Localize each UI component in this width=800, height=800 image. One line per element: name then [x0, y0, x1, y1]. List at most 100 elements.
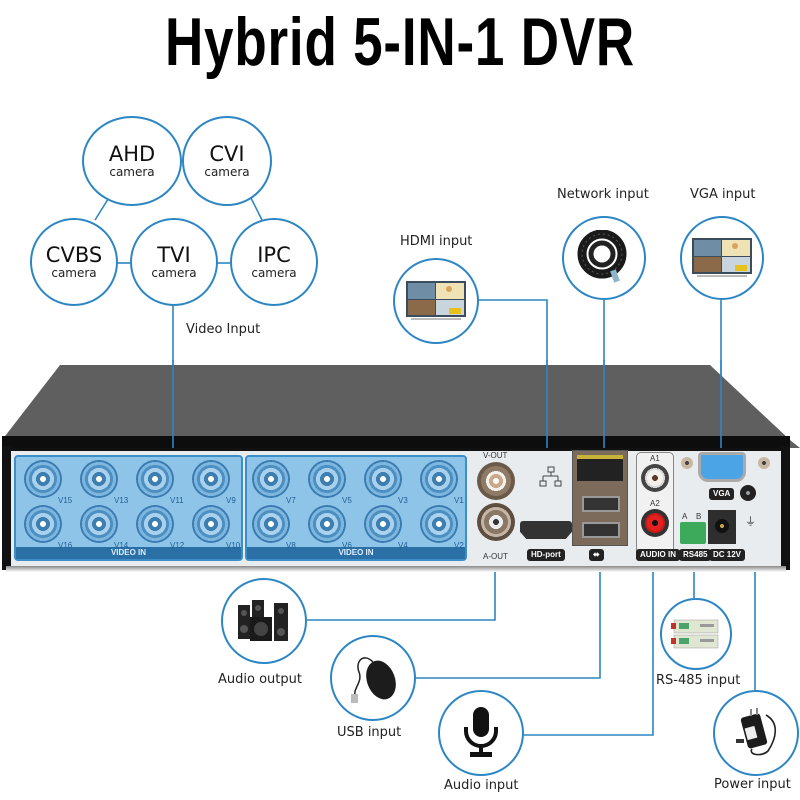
camera-cvbs: CVBS camera	[30, 218, 118, 306]
camera-cvbs-name: CVBS	[45, 242, 103, 267]
label-usb-input: USB input	[337, 725, 402, 740]
channel-label-v15: V15	[58, 496, 73, 505]
power-adapter-icon	[736, 708, 777, 756]
channel-label-v4: V4	[398, 541, 408, 550]
dc-pin	[715, 519, 729, 533]
bnc-connector-v7	[252, 460, 290, 498]
camera-cvi-sub: camera	[204, 164, 250, 179]
channel-label-v1: V1	[454, 496, 464, 505]
usb-circle	[330, 635, 416, 721]
channel-label-v3: V3	[398, 496, 408, 505]
camera-ipc-sub: camera	[251, 265, 297, 280]
vga-circle	[680, 216, 764, 300]
tv-monitor-icon	[406, 281, 466, 320]
usb-symbol-icon: ⬌	[593, 550, 600, 559]
channel-label-v14: V14	[114, 541, 129, 550]
bnc-connector-v14	[80, 505, 118, 543]
audio-output-circle	[221, 578, 307, 664]
dc12v-label: DC 12V	[709, 549, 746, 561]
aout-label: A-OUT	[483, 552, 508, 561]
label-vga-input: VGA input	[690, 187, 756, 202]
rs485-terminal	[680, 522, 706, 544]
bnc-connector-v8	[252, 505, 290, 543]
audio-input-circle	[438, 690, 524, 776]
bnc-connector-v3	[364, 460, 402, 498]
speakers-icon	[238, 600, 288, 641]
label-audio-input: Audio input	[444, 778, 519, 793]
camera-cvbs-sub: camera	[51, 265, 97, 280]
video-in-label-left: VIDEO IN	[16, 547, 241, 559]
audio-in-a1-jack	[641, 464, 669, 492]
mouse-icon	[351, 657, 396, 703]
camera-tvi-sub: camera	[151, 265, 197, 280]
a1-label: A1	[650, 454, 660, 463]
dvr-top-surface	[2, 365, 800, 448]
label-rs485-input: RS-485 input	[656, 673, 741, 688]
channel-label-v6: V6	[342, 541, 352, 550]
channel-label-v13: V13	[114, 496, 129, 505]
camera-ahd-sub: camera	[109, 164, 155, 179]
a2-label: A2	[650, 499, 660, 508]
channel-label-v11: V11	[170, 496, 184, 505]
usb-port-1	[582, 496, 620, 512]
microphone-icon	[464, 707, 498, 757]
usb-label: ⬌	[589, 549, 604, 561]
channel-label-v16: V16	[58, 541, 73, 550]
page-title: Hybrid 5-IN-1 DVR	[164, 4, 636, 80]
ground-screw	[740, 485, 756, 501]
vout-connector	[477, 462, 515, 500]
ground-symbol-icon: ⏚	[745, 516, 756, 528]
bnc-connector-v2	[420, 505, 458, 543]
bnc-connector-v12	[136, 505, 174, 543]
channel-label-v2: V2	[454, 541, 464, 550]
label-video-input: Video Input	[186, 322, 261, 337]
channel-label-v7: V7	[286, 496, 296, 505]
aout-connector	[477, 503, 515, 541]
channel-label-v9: V9	[226, 496, 236, 505]
vout-label: V-OUT	[483, 451, 508, 460]
audio-in-a2-jack	[641, 509, 669, 537]
audio-in-label: AUDIO IN	[636, 549, 680, 561]
rs485-converter-icon	[671, 619, 719, 649]
bnc-connector-v5	[308, 460, 346, 498]
camera-ipc: IPC camera	[230, 218, 318, 306]
rs485-b-label: B	[696, 512, 702, 521]
bnc-connector-v13	[80, 460, 118, 498]
label-power-input: Power input	[714, 777, 791, 792]
hdmi-port	[520, 521, 572, 539]
bnc-connector-v10	[192, 505, 230, 543]
channel-label-v8: V8	[286, 541, 296, 550]
tv-monitor-icon	[692, 238, 752, 277]
dvr-right-side	[780, 446, 790, 570]
network-symbol-icon	[539, 466, 562, 487]
bnc-connector-v16	[24, 505, 62, 543]
channel-label-v12: V12	[170, 541, 185, 550]
label-audio-output: Audio output	[218, 672, 302, 687]
camera-tvi-name: TVI	[157, 242, 191, 267]
label-network-input: Network input	[557, 187, 649, 202]
camera-ahd: AHD camera	[82, 116, 182, 206]
network-circle	[562, 216, 646, 300]
camera-tvi: TVI camera	[130, 218, 218, 306]
rs485-a-label: A	[682, 512, 688, 521]
video-in-label-right: VIDEO IN	[247, 547, 465, 559]
vga-port	[698, 452, 746, 482]
camera-cvi: CVI camera	[182, 116, 272, 206]
label-hdmi-input: HDMI input	[400, 234, 473, 249]
bnc-connector-v4	[364, 505, 402, 543]
camera-cvi-name: CVI	[209, 141, 245, 166]
hdmi-circle	[393, 258, 479, 344]
link-cvi-ipc	[249, 195, 263, 221]
bnc-connector-v1	[420, 460, 458, 498]
power-circle	[713, 690, 799, 776]
usb-port-2	[582, 522, 620, 538]
rs485-circle	[660, 598, 732, 670]
vga-label: VGA	[709, 488, 735, 500]
ethernet-cable-icon	[577, 230, 627, 283]
bnc-connector-v11	[136, 460, 174, 498]
dvr-shadow	[6, 566, 786, 572]
channel-label-v5: V5	[342, 496, 352, 505]
rj45-port	[577, 455, 623, 481]
hd-port-label: HD-port	[527, 549, 565, 561]
bnc-connector-v6	[308, 505, 346, 543]
